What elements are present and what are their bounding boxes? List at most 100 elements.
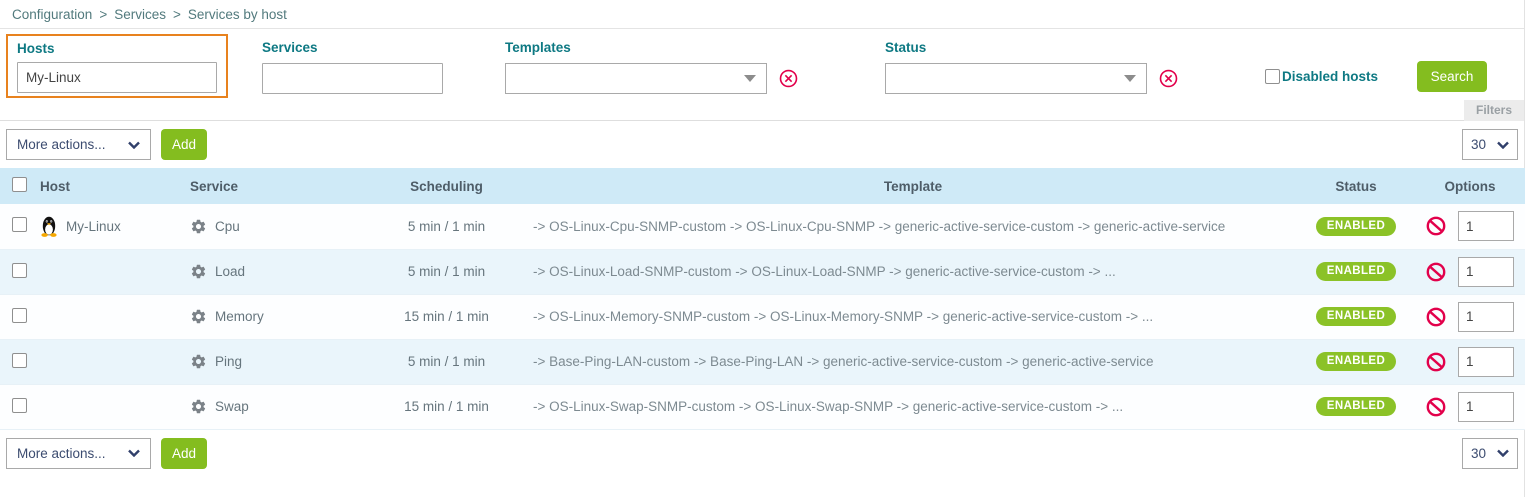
table-row: Load 5 min / 1 min -> OS-Linux-Load-SNMP… bbox=[0, 249, 1525, 295]
more-actions-label: More actions... bbox=[17, 137, 106, 152]
row-checkbox[interactable] bbox=[12, 352, 27, 368]
service-name[interactable]: Cpu bbox=[215, 218, 240, 234]
status-badge: ENABLED bbox=[1315, 216, 1397, 236]
templates-label: Templates bbox=[505, 40, 571, 55]
scheduling-value: 5 min / 1 min bbox=[364, 249, 529, 295]
status-badge: ENABLED bbox=[1315, 307, 1397, 326]
services-label: Services bbox=[262, 40, 318, 55]
services-input[interactable] bbox=[262, 63, 443, 94]
host-cell-content: My-Linux bbox=[40, 216, 182, 237]
page-size-value: 30 bbox=[1471, 137, 1487, 152]
breadcrumb-item-services-by-host: Services by host bbox=[187, 7, 287, 22]
add-button[interactable]: Add bbox=[161, 129, 207, 160]
status-badge: ENABLED bbox=[1315, 262, 1397, 281]
services-table: Host Service Scheduling Template Status … bbox=[0, 168, 1525, 430]
add-button-bottom[interactable]: Add bbox=[161, 437, 207, 469]
disabled-hosts-group: Disabled hosts bbox=[1265, 69, 1378, 84]
breadcrumb-separator: > bbox=[172, 7, 181, 22]
status-filter-group: Status bbox=[885, 40, 1178, 94]
chevron-down-icon bbox=[1124, 75, 1136, 82]
breadcrumb: Configuration > Services > Services by host bbox=[0, 0, 1524, 28]
more-actions-select-bottom[interactable]: More actions... bbox=[6, 437, 151, 469]
options-count-input[interactable] bbox=[1458, 301, 1514, 332]
template-chain: -> OS-Linux-Memory-SNMP-custom -> OS-Lin… bbox=[533, 309, 1154, 324]
disable-icon[interactable] bbox=[1426, 352, 1446, 372]
gear-icon[interactable] bbox=[190, 308, 207, 325]
linux-tux-icon bbox=[41, 216, 57, 237]
options-count-input[interactable] bbox=[1458, 391, 1514, 422]
status-dropdown[interactable] bbox=[885, 63, 1147, 94]
status-clear-icon[interactable] bbox=[1159, 69, 1178, 88]
row-checkbox[interactable] bbox=[12, 397, 27, 413]
header-status: Status bbox=[1297, 168, 1415, 204]
row-checkbox[interactable] bbox=[12, 262, 27, 278]
gear-icon[interactable] bbox=[190, 263, 207, 280]
row-checkbox[interactable] bbox=[12, 307, 27, 323]
table-row: Memory 15 min / 1 min -> OS-Linux-Memory… bbox=[0, 294, 1525, 340]
disable-icon[interactable] bbox=[1426, 397, 1446, 417]
row-checkbox[interactable] bbox=[12, 217, 27, 233]
breadcrumb-separator: > bbox=[99, 7, 108, 22]
templates-filter-group: Templates bbox=[505, 40, 798, 94]
header-scheduling: Scheduling bbox=[364, 168, 529, 204]
table-header-row: Host Service Scheduling Template Status … bbox=[0, 168, 1525, 204]
header-service: Service bbox=[186, 168, 364, 204]
search-button[interactable]: Search bbox=[1417, 61, 1487, 92]
status-label: Status bbox=[885, 40, 927, 55]
hosts-input[interactable] bbox=[17, 62, 217, 93]
hosts-label: Hosts bbox=[17, 41, 55, 56]
disabled-hosts-checkbox[interactable] bbox=[1265, 69, 1280, 84]
status-badge: ENABLED bbox=[1315, 352, 1397, 371]
templates-dropdown[interactable] bbox=[505, 63, 767, 94]
options-count-input[interactable] bbox=[1458, 346, 1514, 377]
page-size-select[interactable]: 30 bbox=[1462, 129, 1518, 160]
disable-icon[interactable] bbox=[1426, 262, 1446, 282]
filters-tab: Filters bbox=[1463, 100, 1524, 121]
breadcrumb-item-services[interactable]: Services bbox=[114, 7, 166, 22]
disable-icon[interactable] bbox=[1426, 216, 1446, 236]
disable-icon[interactable] bbox=[1426, 307, 1446, 327]
service-name[interactable]: Swap bbox=[215, 399, 249, 414]
scheduling-value: 5 min / 1 min bbox=[364, 204, 529, 250]
header-template: Template bbox=[529, 168, 1297, 204]
scheduling-value: 15 min / 1 min bbox=[364, 294, 529, 340]
templates-clear-icon[interactable] bbox=[779, 69, 798, 88]
host-name[interactable]: My-Linux bbox=[66, 218, 121, 234]
services-filter-group: Services bbox=[262, 40, 443, 94]
table-row: My-Linux Cpu 5 min / 1 min -> OS-Linux-C… bbox=[0, 204, 1525, 250]
more-actions-select[interactable]: More actions... bbox=[6, 129, 151, 160]
disabled-hosts-label: Disabled hosts bbox=[1282, 69, 1379, 84]
page-size-select-bottom[interactable]: 30 bbox=[1462, 437, 1518, 469]
toolbar-top: More actions... Add 30 bbox=[0, 121, 1524, 168]
header-host: Host bbox=[36, 168, 186, 204]
service-name[interactable]: Ping bbox=[215, 354, 243, 369]
template-chain: -> OS-Linux-Load-SNMP-custom -> OS-Linux… bbox=[533, 264, 1116, 279]
page-size-value: 30 bbox=[1471, 445, 1487, 461]
scheduling-value: 5 min / 1 min bbox=[364, 339, 529, 385]
options-count-input[interactable] bbox=[1458, 211, 1514, 242]
template-chain: -> OS-Linux-Cpu-SNMP-custom -> OS-Linux-… bbox=[533, 218, 1226, 234]
gear-icon[interactable] bbox=[190, 353, 207, 370]
service-name[interactable]: Memory bbox=[215, 309, 264, 324]
chevron-down-icon bbox=[128, 449, 140, 457]
breadcrumb-item-configuration[interactable]: Configuration bbox=[12, 7, 93, 22]
hosts-filter-group: Hosts bbox=[6, 34, 228, 98]
filter-panel: Hosts Services Templates Status bbox=[0, 29, 1524, 121]
gear-icon[interactable] bbox=[190, 218, 207, 235]
header-options: Options bbox=[1415, 168, 1525, 204]
options-count-input[interactable] bbox=[1458, 256, 1514, 287]
divider bbox=[0, 28, 1524, 29]
scheduling-value: 15 min / 1 min bbox=[364, 384, 529, 430]
service-name[interactable]: Load bbox=[215, 264, 246, 279]
gear-icon[interactable] bbox=[190, 398, 207, 415]
table-row: Swap 15 min / 1 min -> OS-Linux-Swap-SNM… bbox=[0, 384, 1525, 430]
template-chain: -> Base-Ping-LAN-custom -> Base-Ping-LAN… bbox=[533, 354, 1154, 369]
toolbar-bottom: More actions... Add 30 bbox=[0, 430, 1524, 477]
select-all-checkbox[interactable] bbox=[12, 177, 27, 192]
template-chain: -> OS-Linux-Swap-SNMP-custom -> OS-Linux… bbox=[533, 399, 1124, 414]
chevron-down-icon bbox=[128, 141, 140, 149]
status-badge: ENABLED bbox=[1315, 397, 1397, 416]
chevron-down-icon bbox=[1497, 141, 1509, 149]
chevron-down-icon bbox=[744, 75, 756, 82]
